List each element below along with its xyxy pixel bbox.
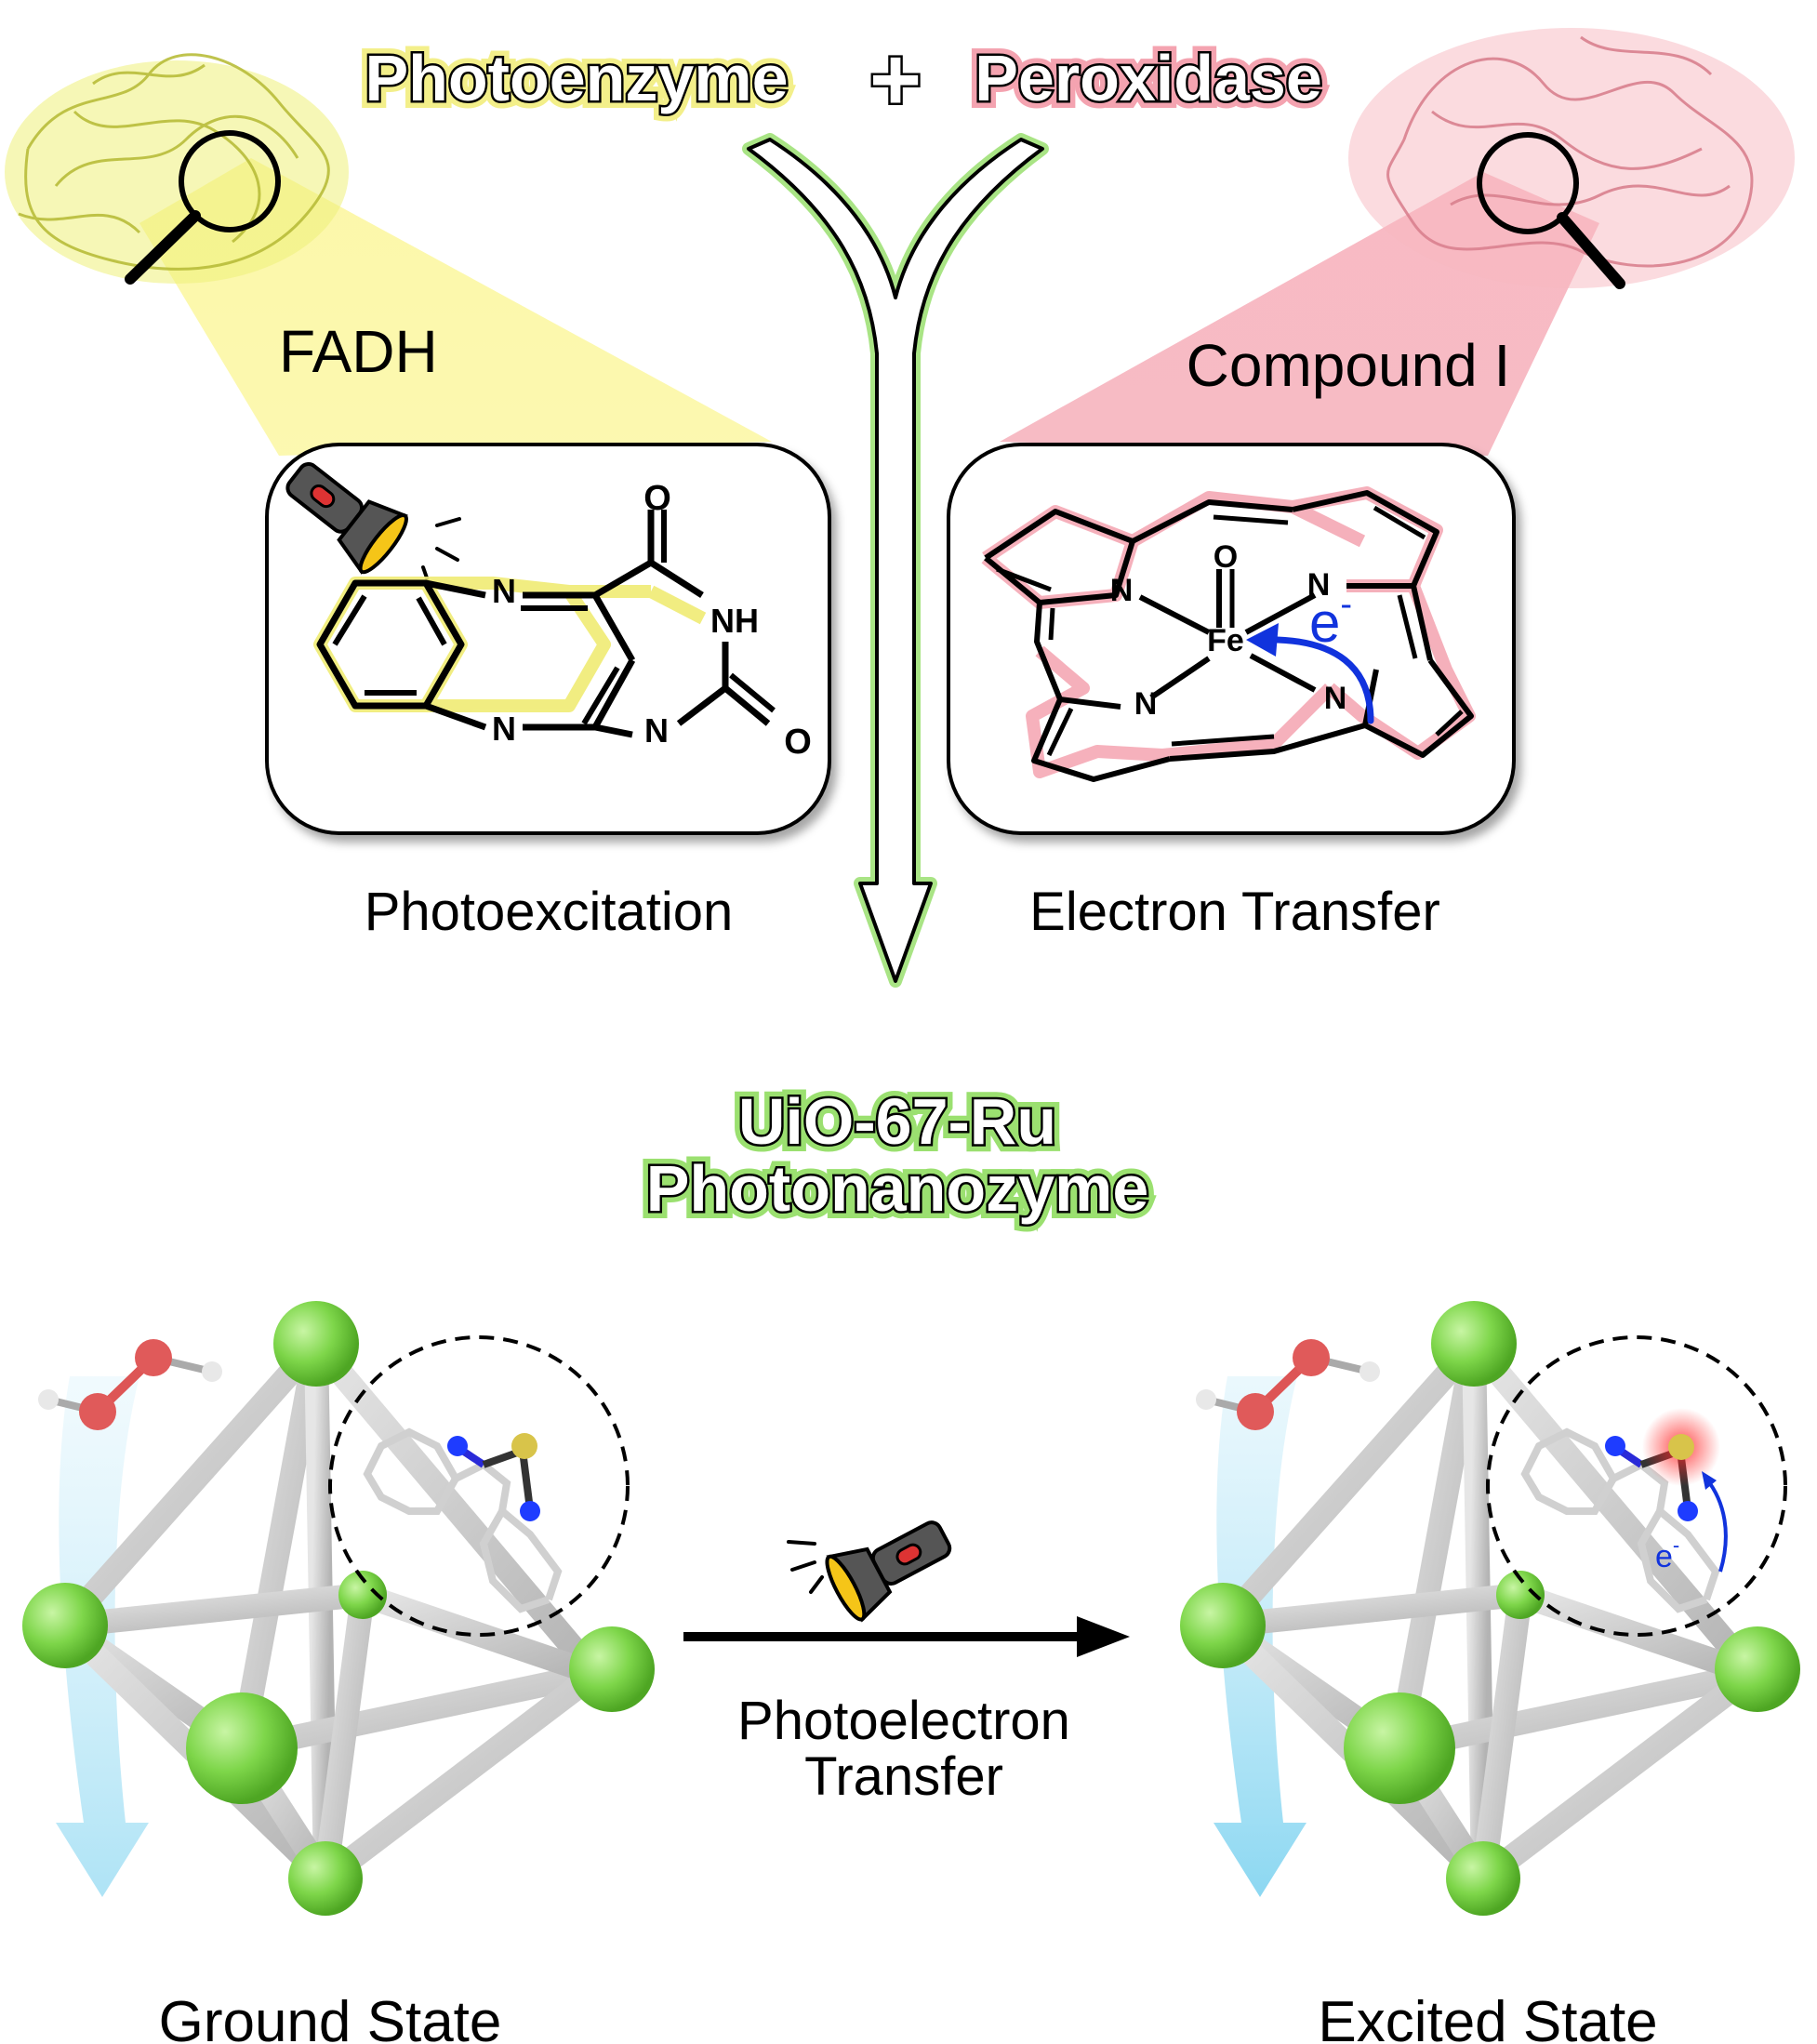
photoenzyme-title: Photoenzyme bbox=[365, 42, 788, 114]
ligand-zoom-circle bbox=[1486, 1335, 1787, 1637]
atom-n-right: N bbox=[644, 711, 669, 750]
zr-node bbox=[1715, 1626, 1800, 1712]
flavin-atom-labels: N N N NH O O bbox=[492, 479, 812, 762]
ligand-zoom-circle bbox=[328, 1335, 630, 1637]
photoexcitation-caption: Photoexcitation bbox=[365, 882, 734, 942]
peroxidase-title-core: Peroxidase bbox=[975, 42, 1322, 114]
atom-nh: NH bbox=[710, 602, 759, 640]
zr-node bbox=[1431, 1301, 1517, 1387]
porphyrin-atom-labels: O Fe N N N N bbox=[1110, 539, 1347, 722]
electron-transfer-arrowhead-icon bbox=[1702, 1471, 1717, 1490]
atom-o-right: O bbox=[784, 723, 812, 762]
uio-title-glow: UiO-67-Ru bbox=[738, 1085, 1056, 1158]
zr-node bbox=[1344, 1692, 1455, 1804]
porphyrin-structure bbox=[981, 486, 1476, 782]
uio-title: UiO-67-Ru bbox=[738, 1085, 1056, 1158]
electron-transfer-caption: Electron Transfer bbox=[1029, 882, 1440, 942]
magnifier-lens-icon bbox=[1477, 132, 1579, 234]
atom-n-1: N bbox=[1110, 573, 1134, 608]
photoenzyme-title-core: Photoenzyme bbox=[365, 42, 788, 114]
flashlight-icon bbox=[825, 1520, 952, 1623]
ground-state-framework bbox=[22, 1301, 655, 1916]
peroxidase-protein-illustration bbox=[1000, 28, 1795, 456]
magnifier-lens-icon bbox=[179, 130, 281, 232]
photoelectron-transfer-arrowhead-icon bbox=[1077, 1616, 1130, 1657]
compound-i-label: Compound I bbox=[1187, 332, 1511, 399]
compound-i-structure-panel bbox=[947, 443, 1516, 835]
zr-node bbox=[1446, 1841, 1520, 1916]
zr-node bbox=[569, 1626, 655, 1712]
atom-n-top: N bbox=[492, 572, 516, 610]
atom-n-4: N bbox=[1324, 681, 1347, 716]
atom-n-bottom: N bbox=[492, 710, 516, 748]
flashlight-icon bbox=[285, 462, 408, 575]
peroxidase-title: Peroxidase bbox=[975, 42, 1322, 114]
transfer-caption-line1: Photoelectron bbox=[737, 1691, 1070, 1751]
electron-symbol: e- bbox=[1309, 585, 1352, 654]
ground-state-label: Ground State bbox=[159, 1990, 502, 2044]
plus-sign: + bbox=[869, 30, 922, 129]
zr-node bbox=[273, 1301, 359, 1387]
merge-arrow bbox=[742, 133, 1049, 988]
electron-transfer-arrow-icon bbox=[1256, 636, 1374, 724]
flashlight-rays-icon bbox=[787, 1540, 824, 1594]
fadh-label: FADH bbox=[279, 318, 438, 385]
electron-symbol: e- bbox=[1655, 1533, 1679, 1574]
excited-state-label: Excited State bbox=[1318, 1990, 1657, 2044]
electron-transfer-arrowhead-icon bbox=[1246, 623, 1279, 657]
zr-node bbox=[22, 1583, 108, 1668]
peroxide-molecule bbox=[38, 1339, 222, 1430]
photonanozyme-title: Photonanozyme bbox=[646, 1152, 1149, 1225]
zr-node bbox=[288, 1841, 363, 1916]
zr-node bbox=[186, 1692, 298, 1804]
atom-o-top: O bbox=[643, 479, 671, 518]
transfer-caption-line2: Transfer bbox=[804, 1746, 1003, 1807]
fadh-structure-panel bbox=[265, 443, 831, 835]
atom-n-3: N bbox=[1134, 686, 1158, 722]
zr-node bbox=[1180, 1583, 1266, 1668]
photonanozyme-title-glow: Photonanozyme bbox=[646, 1152, 1149, 1225]
atom-o: O bbox=[1214, 539, 1238, 575]
bipyridine-ligand bbox=[363, 1427, 563, 1613]
atom-fe: Fe bbox=[1207, 623, 1244, 658]
photoenzyme-protein-illustration bbox=[5, 53, 772, 456]
magnifier-handle-icon bbox=[1557, 212, 1625, 289]
atom-n-2: N bbox=[1307, 567, 1331, 603]
peroxide-molecule bbox=[1196, 1339, 1380, 1430]
excited-state-framework: e- bbox=[1180, 1301, 1800, 1916]
magnifier-handle-icon bbox=[125, 210, 201, 285]
flavin-structure bbox=[313, 510, 776, 738]
electron-transfer-arrow-icon bbox=[1704, 1477, 1728, 1573]
